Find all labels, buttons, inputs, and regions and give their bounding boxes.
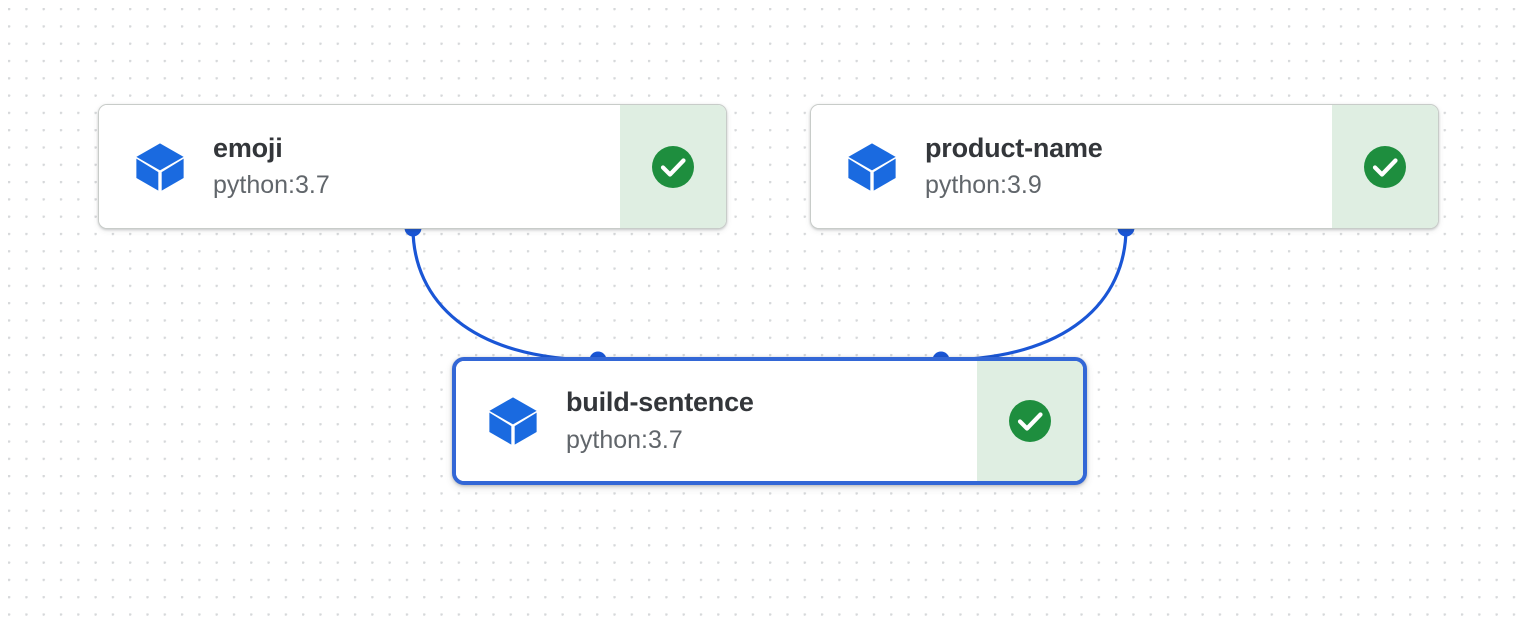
node-emoji-text: emoji python:3.7 [213,133,330,200]
node-subtitle: python:3.7 [566,425,683,454]
node-title: product-name [925,132,1103,163]
node-title: emoji [213,132,283,163]
edge-product-name-to-build-sentence [939,226,1128,362]
node-product-name[interactable]: product-name python:3.9 [810,104,1439,229]
check-circle-icon [1009,400,1051,442]
node-subtitle: python:3.7 [213,171,330,200]
node-product-name-body[interactable]: product-name python:3.9 [811,105,1332,228]
edge-emoji-to-build-sentence [411,226,600,362]
node-product-name-text: product-name python:3.9 [925,133,1103,200]
status-badge[interactable] [977,361,1083,481]
cube-icon [848,142,896,191]
node-title: build-sentence [566,387,754,418]
check-circle-icon [652,145,694,188]
status-badge[interactable] [620,105,726,228]
node-build-sentence[interactable]: build-sentence python:3.7 [452,357,1087,485]
status-badge[interactable] [1332,105,1438,228]
node-subtitle: python:3.9 [925,171,1042,200]
cube-icon [136,142,184,191]
node-build-sentence-body[interactable]: build-sentence python:3.7 [456,361,977,481]
check-circle-icon [1364,145,1406,188]
node-emoji[interactable]: emoji python:3.7 [98,104,727,229]
node-build-sentence-text: build-sentence python:3.7 [566,387,754,454]
cube-icon [489,397,537,445]
node-emoji-body[interactable]: emoji python:3.7 [99,105,620,228]
